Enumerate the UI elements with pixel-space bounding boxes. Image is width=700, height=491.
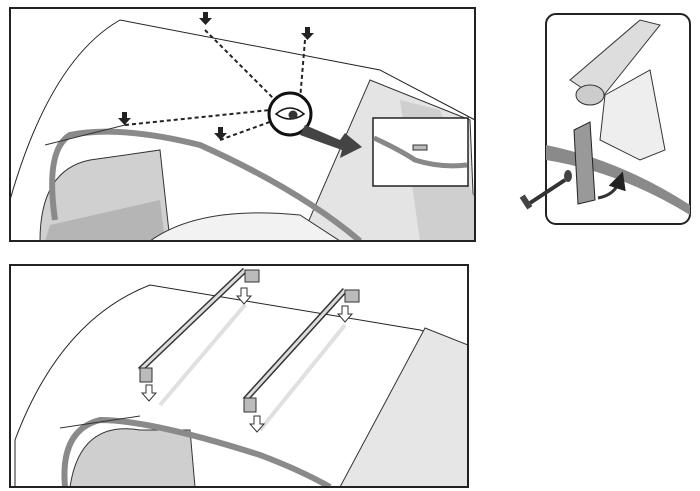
down-arrow-icon	[140, 287, 354, 433]
eye-icon	[267, 91, 313, 137]
magnify-arrow-icon	[300, 125, 362, 158]
door-seal	[61, 416, 332, 487]
rotate-arrow-icon	[597, 171, 626, 200]
panel-place-roof-bars	[9, 264, 469, 488]
panel-foot-bolt-detail	[519, 13, 691, 225]
bracket	[573, 121, 596, 205]
bar-foot	[599, 69, 666, 161]
roof-bar-rear	[242, 287, 360, 413]
guide-lines	[158, 303, 347, 432]
roof-bar-front	[137, 267, 260, 383]
sight-lines	[124, 29, 306, 141]
door-seal	[49, 128, 362, 241]
down-arrow-icon	[118, 12, 314, 140]
panel-locate-mounting-points	[9, 7, 476, 242]
detail-inset	[372, 117, 469, 187]
bolt-icon	[519, 170, 572, 210]
windscreen	[339, 327, 468, 487]
